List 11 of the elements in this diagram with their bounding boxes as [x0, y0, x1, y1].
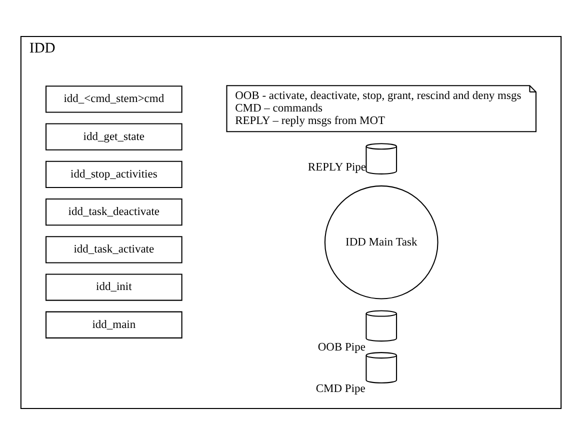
node-label: REPLY Pipe: [308, 162, 366, 174]
node-circle: IDD Main Task: [324, 185, 438, 300]
node-box: idd_get_state: [45, 123, 182, 150]
node-box: idd_task_activate: [45, 236, 182, 264]
node-box: idd_<cmd_stem>cmd: [45, 86, 182, 113]
node-box: idd_main: [45, 311, 182, 338]
node-box: idd_stop_activities: [45, 160, 182, 188]
node-label: OOB Pipe: [318, 341, 366, 354]
node-box: idd_init: [45, 274, 182, 301]
node-box: idd_task_deactivate: [45, 198, 182, 226]
node-label: CMD Pipe: [316, 383, 366, 396]
